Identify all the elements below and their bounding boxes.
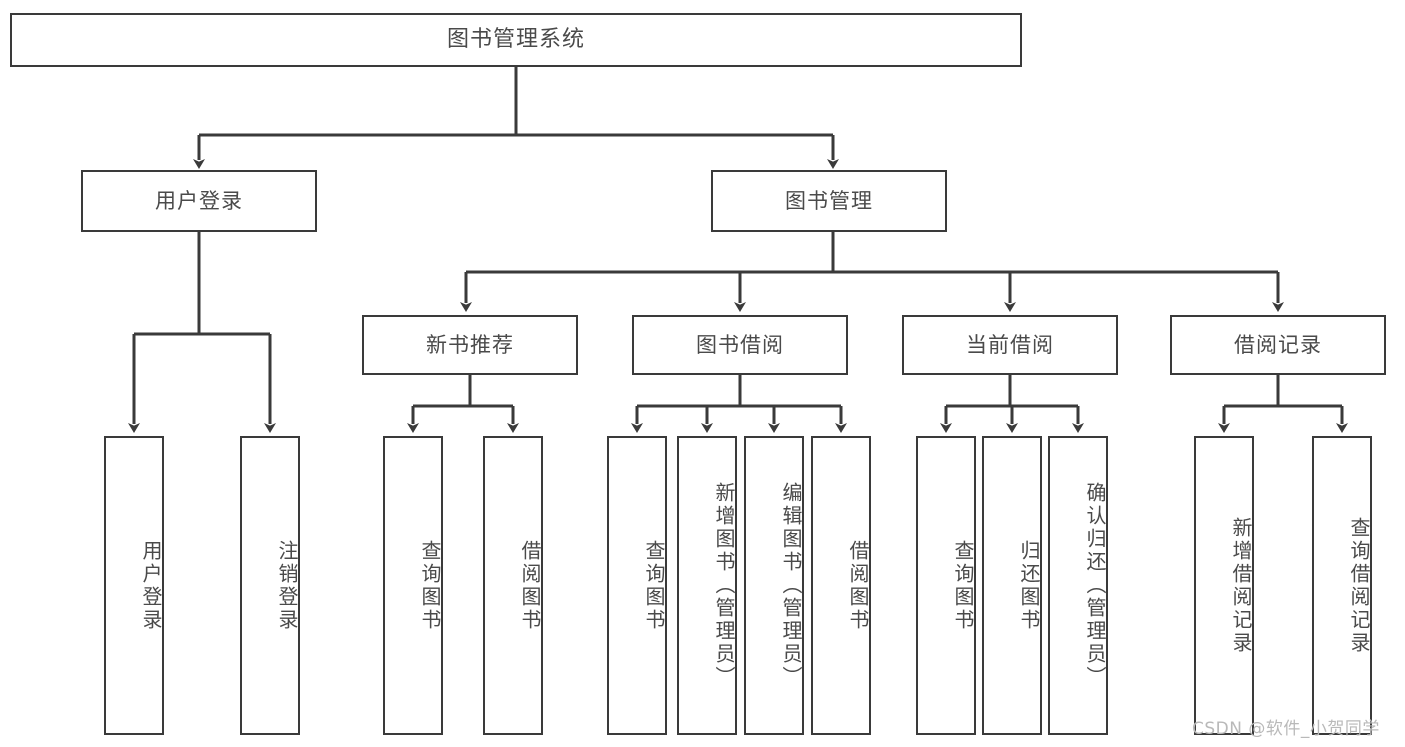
node-borrow-record[interactable]: 借阅记录 — [1170, 315, 1386, 375]
node-root-system[interactable]: 图书管理系统 — [10, 13, 1022, 67]
node-leaf-query-book-2[interactable]: 查询图书 — [607, 436, 667, 735]
node-new-book-recommend[interactable]: 新书推荐 — [362, 315, 578, 375]
node-leaf-logout-login[interactable]: 注销登录 — [240, 436, 300, 735]
node-leaf-add-book[interactable]: 新增图书（管理员） — [677, 436, 737, 735]
node-leaf-user-login[interactable]: 用户登录 — [104, 436, 164, 735]
node-current-borrow[interactable]: 当前借阅 — [902, 315, 1118, 375]
node-leaf-query-book-1[interactable]: 查询图书 — [383, 436, 443, 735]
node-leaf-borrow-book-2[interactable]: 借阅图书 — [811, 436, 871, 735]
node-leaf-confirm-return[interactable]: 确认归还（管理员） — [1048, 436, 1108, 735]
node-leaf-add-borrow-record[interactable]: 新增借阅记录 — [1194, 436, 1254, 735]
watermark-credit: CSDN @软件_小贺同学 — [1192, 719, 1380, 739]
node-leaf-return-book[interactable]: 归还图书 — [982, 436, 1042, 735]
node-book-management[interactable]: 图书管理 — [711, 170, 947, 232]
node-leaf-borrow-book-1[interactable]: 借阅图书 — [483, 436, 543, 735]
node-user-login[interactable]: 用户登录 — [81, 170, 317, 232]
node-leaf-query-borrow-record[interactable]: 查询借阅记录 — [1312, 436, 1372, 735]
node-leaf-query-book-3[interactable]: 查询图书 — [916, 436, 976, 735]
node-leaf-edit-book[interactable]: 编辑图书（管理员） — [744, 436, 804, 735]
node-book-borrow[interactable]: 图书借阅 — [632, 315, 848, 375]
